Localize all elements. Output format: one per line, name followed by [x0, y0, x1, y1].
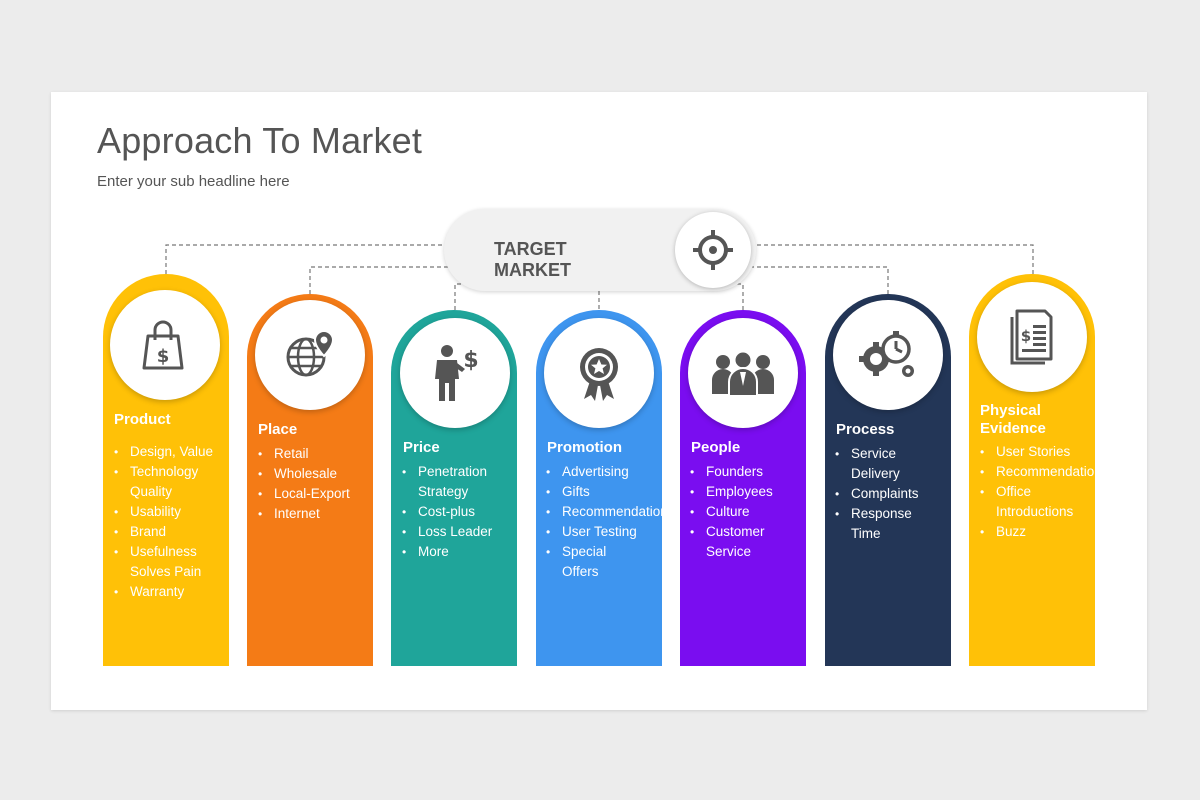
- page-title: Approach To Market: [97, 120, 423, 161]
- list-item: Founders: [686, 462, 790, 482]
- process-title: Process: [836, 421, 895, 438]
- svg-text:$: $: [463, 348, 478, 373]
- product-list: Design, Value Technology Quality Usabili…: [110, 442, 214, 602]
- list-item: Office Introductions: [976, 482, 1080, 522]
- list-item: Buzz: [976, 522, 1080, 542]
- businessman-dollar-icon: $: [435, 345, 479, 401]
- document-dollar-icon: $: [1010, 309, 1053, 365]
- process-icon-circle: [833, 300, 943, 410]
- physical-evidence-title: Physical Evidence: [980, 402, 1046, 437]
- team-people-icon: [712, 350, 774, 396]
- place-title: Place: [258, 421, 298, 438]
- list-item: Wholesale: [254, 464, 358, 484]
- physical-evidence-list: User Stories Recommendations Office Intr…: [976, 442, 1109, 542]
- shopping-bag-dollar-icon: $: [142, 320, 184, 370]
- promotion-title: Promotion: [547, 439, 622, 456]
- people-title: People: [691, 439, 741, 456]
- list-item: Design, Value: [110, 442, 214, 462]
- physical-evidence-icon-circle: $: [977, 282, 1087, 392]
- price-icon-circle: $: [400, 318, 510, 428]
- price-title: Price: [403, 439, 440, 456]
- list-item: Gifts: [542, 482, 646, 502]
- product-title: Product: [114, 411, 171, 428]
- list-item: Service Delivery: [831, 444, 935, 484]
- target-market-label: TARGET MARKET: [494, 239, 571, 280]
- list-item: User Testing: [542, 522, 646, 542]
- gears-stopwatch-icon: [859, 331, 914, 377]
- list-item: Local-Export: [254, 484, 358, 504]
- svg-text:$: $: [1021, 327, 1031, 345]
- list-item: Technology Quality: [110, 462, 214, 502]
- product-icon-circle: $: [110, 290, 220, 400]
- list-item: Usefulness Solves Pain: [110, 542, 214, 582]
- process-list: Service Delivery Complaints Response Tim…: [831, 444, 935, 544]
- list-item: Penetration Strategy: [398, 462, 502, 502]
- list-item: Advertising: [542, 462, 646, 482]
- list-item: Special Offers: [542, 542, 646, 582]
- list-item: Employees: [686, 482, 790, 502]
- price-list: Penetration Strategy Cost-plus Loss Lead…: [398, 462, 502, 562]
- place-list: Retail Wholesale Local-Export Internet: [254, 444, 358, 524]
- list-item: Response Time: [831, 504, 935, 544]
- list-item: Recommendations: [542, 502, 675, 522]
- globe-location-pin-icon: [286, 329, 335, 377]
- people-icon-circle: [688, 318, 798, 428]
- list-item: User Stories: [976, 442, 1080, 462]
- people-list: Founders Employees Culture Customer Serv…: [686, 462, 790, 562]
- svg-text:$: $: [157, 346, 170, 367]
- list-item: Internet: [254, 504, 358, 524]
- target-market-icon-circle: [675, 212, 751, 288]
- award-badge-star-icon: [580, 348, 618, 401]
- page-subtitle: Enter your sub headline here: [97, 173, 290, 190]
- promotion-list: Advertising Gifts Recommendations User T…: [542, 462, 675, 582]
- place-icon-circle: [255, 300, 365, 410]
- promotion-icon-circle: [544, 318, 654, 428]
- crosshair-target-icon: [693, 230, 733, 270]
- list-item: Retail: [254, 444, 358, 464]
- list-item: Usability: [110, 502, 214, 522]
- list-item: Cost-plus: [398, 502, 502, 522]
- list-item: Recommendations: [976, 462, 1109, 482]
- list-item: Culture: [686, 502, 790, 522]
- list-item: Warranty: [110, 582, 214, 602]
- list-item: More: [398, 542, 502, 562]
- list-item: Loss Leader: [398, 522, 502, 542]
- list-item: Complaints: [831, 484, 935, 504]
- list-item: Brand: [110, 522, 214, 542]
- list-item: Customer Service: [686, 522, 790, 562]
